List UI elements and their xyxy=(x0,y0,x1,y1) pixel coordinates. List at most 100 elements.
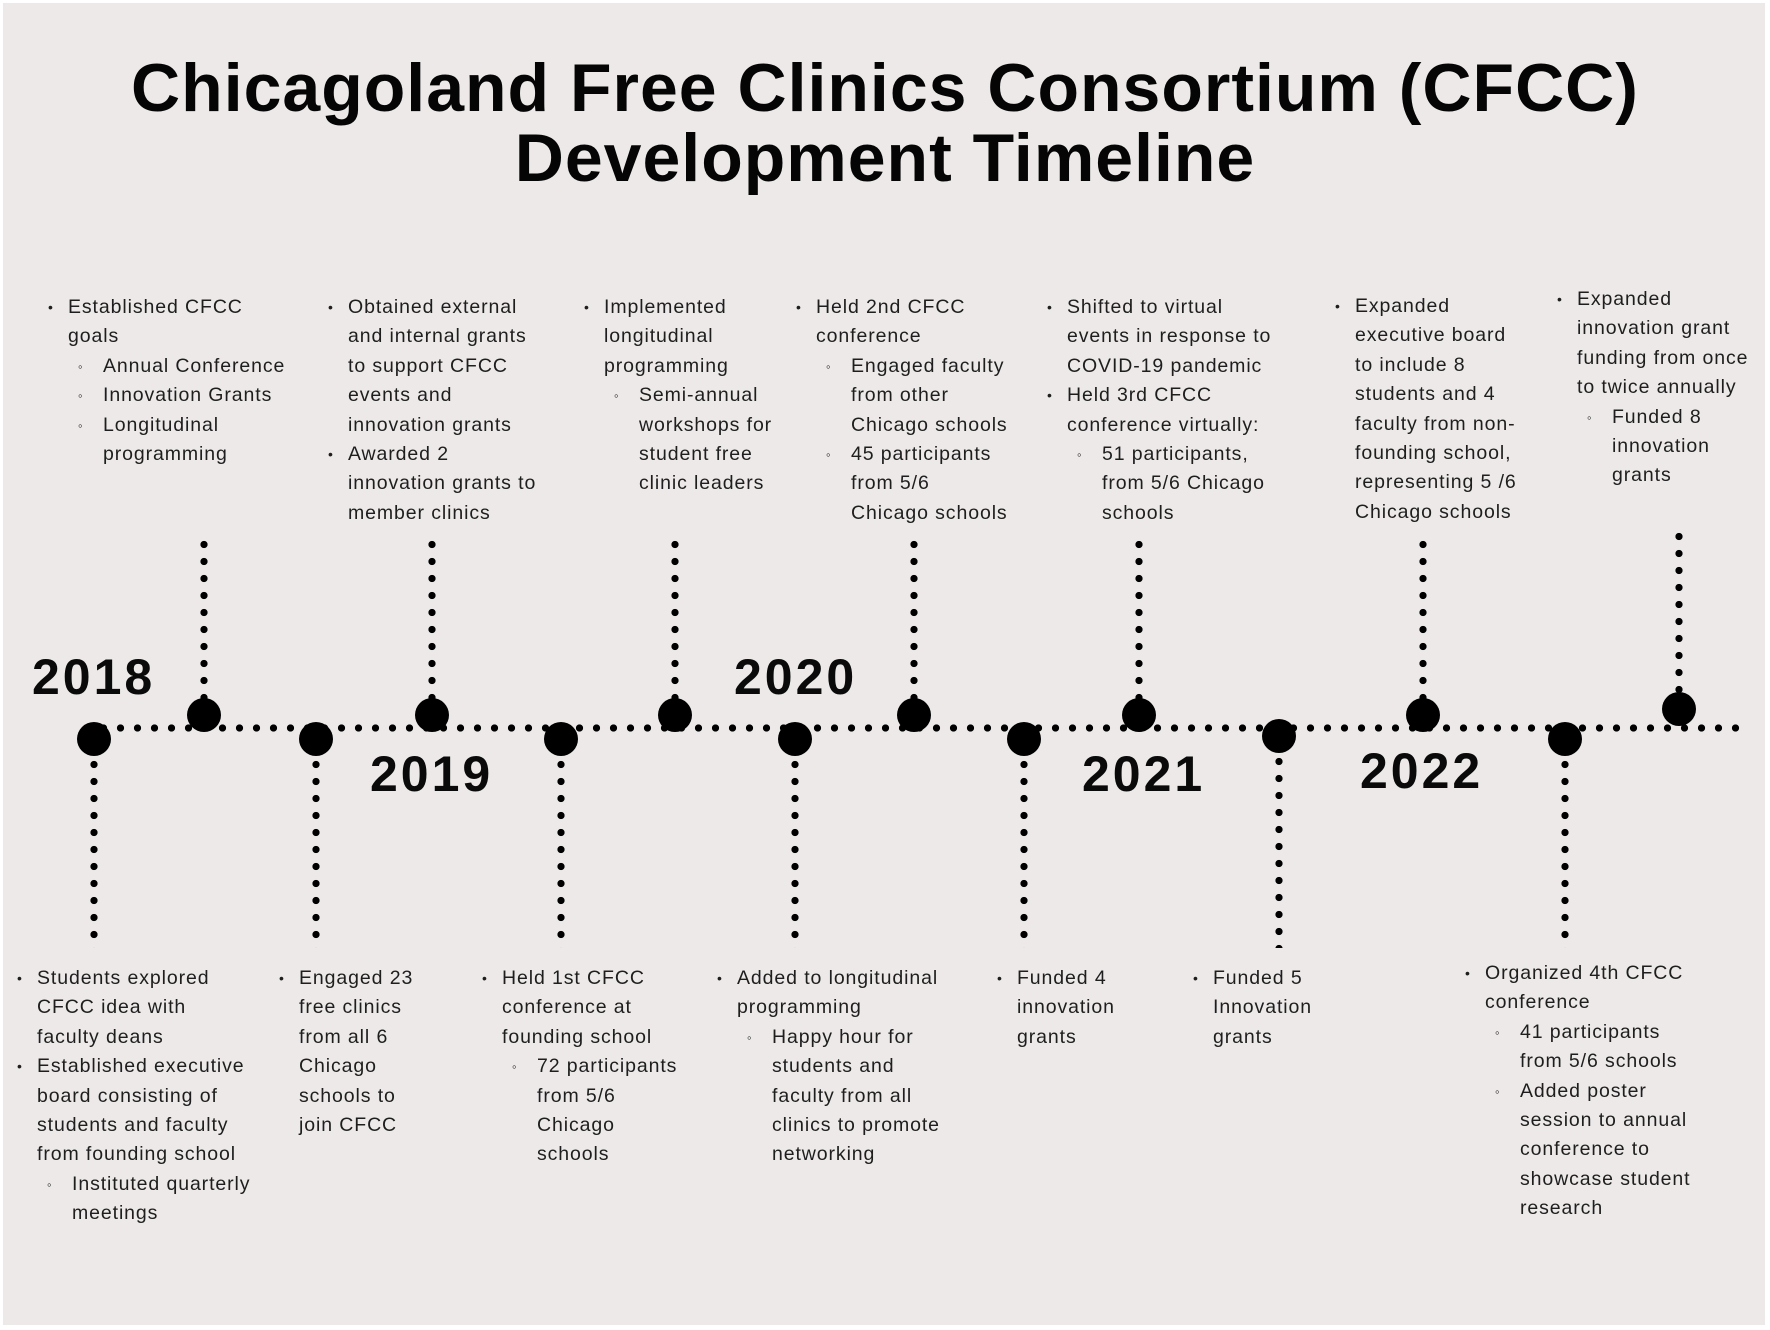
sub-bullet-icon: ◦ xyxy=(747,1029,753,1045)
event-text-line: conference to xyxy=(1485,1135,1691,1164)
event-text: founding school, xyxy=(1355,441,1512,464)
bullet-icon: • xyxy=(1557,291,1563,307)
event-text-line: ◦Semi-annual xyxy=(604,381,772,410)
event-text: Engaged faculty xyxy=(851,354,1005,377)
event-text: session to annual xyxy=(1520,1108,1688,1131)
event-text: grants xyxy=(1017,1025,1077,1048)
event-text-line: ◦45 participants xyxy=(816,440,1008,469)
connector-line xyxy=(1135,536,1143,715)
sub-bullet-icon: ◦ xyxy=(1077,446,1083,462)
event-text: events in response to xyxy=(1067,325,1272,348)
event-text: Funded 5 xyxy=(1213,967,1303,989)
event-text-line: innovation grants to xyxy=(348,469,536,498)
timeline-node xyxy=(658,698,692,732)
connector-line xyxy=(910,536,918,715)
event-text-line: Innovation xyxy=(1213,993,1312,1022)
bullet-icon: • xyxy=(1335,298,1341,314)
event-text: from 5/6 Chicago xyxy=(1102,472,1265,495)
event-text-line: Chicago schools xyxy=(1355,498,1517,527)
bullet-icon: • xyxy=(1047,387,1053,404)
event-text-line: •Held 1st CFCC xyxy=(482,964,677,993)
event-text: Shifted to virtual xyxy=(1067,296,1224,318)
event-text: Funded 4 xyxy=(1017,967,1107,989)
event-text-line: programming xyxy=(737,993,940,1022)
event-text: innovation grants to xyxy=(348,472,537,495)
connector-line xyxy=(1275,736,1283,948)
event-text-line: networking xyxy=(737,1140,940,1169)
event-text-line: and internal grants xyxy=(348,322,536,351)
year-label: 2022 xyxy=(1360,743,1484,799)
event-text-line: conference virtually: xyxy=(1067,411,1271,440)
top-event-block: •Obtained external and internal grants to … xyxy=(328,293,536,528)
event-text-line: ◦51 participants, xyxy=(1067,440,1271,469)
connector-line xyxy=(1020,739,1028,948)
event-text: Established CFCC xyxy=(68,296,243,318)
event-text-line: programming xyxy=(68,440,285,469)
event-text: Semi-annual xyxy=(639,384,759,407)
event-text-line: ◦Added poster xyxy=(1485,1077,1691,1106)
event-text-line: CFCC idea with xyxy=(37,993,250,1022)
bullet-icon: • xyxy=(48,299,54,315)
event-text-line: •Shifted to virtual xyxy=(1047,293,1271,322)
event-text-line: from 5/6 xyxy=(816,469,1008,498)
event-text-line: conference xyxy=(816,322,1008,351)
event-text: research xyxy=(1520,1197,1604,1220)
timeline-node xyxy=(1548,722,1582,756)
event-text: Expanded xyxy=(1355,295,1451,317)
timeline-node xyxy=(1262,719,1296,753)
event-text: programming xyxy=(103,442,228,465)
connector-line xyxy=(791,739,799,948)
connector-line xyxy=(671,536,679,715)
bullet-icon: • xyxy=(17,970,23,986)
event-text-line: member clinics xyxy=(348,499,536,528)
event-text: from founding school xyxy=(37,1143,237,1166)
event-text: schools xyxy=(537,1143,610,1166)
event-text: 41 participants xyxy=(1520,1020,1661,1043)
connector-line xyxy=(90,739,98,948)
event-text: Chicago xyxy=(537,1113,615,1136)
event-text: CFCC idea with xyxy=(37,996,187,1019)
event-text-line: ◦41 participants xyxy=(1485,1018,1691,1047)
event-text-line: ◦Engaged faculty xyxy=(816,352,1008,381)
event-text-line: • Established CFCC xyxy=(48,293,285,322)
event-text: grants xyxy=(1213,1025,1273,1048)
sub-bullet-icon: ◦ xyxy=(78,417,84,433)
event-text: clinics to promote xyxy=(772,1113,940,1136)
timeline-node xyxy=(77,722,111,756)
event-text: programming xyxy=(604,354,729,377)
event-text: innovation xyxy=(1017,996,1115,1019)
event-text: board consisting of xyxy=(37,1084,218,1107)
event-text-line: session to annual xyxy=(1485,1106,1691,1135)
event-text: conference xyxy=(816,325,922,348)
event-text-line: ◦Innovation Grants xyxy=(68,381,285,410)
timeline-node xyxy=(1007,722,1041,756)
event-text-line: conference at xyxy=(502,993,677,1022)
event-text-line: representing 5 /6 xyxy=(1355,468,1517,497)
event-text-line: faculty from all xyxy=(737,1082,940,1111)
event-text: clinic leaders xyxy=(639,472,765,495)
event-text-line: •Obtained external xyxy=(328,293,536,322)
bullet-icon: • xyxy=(717,970,723,986)
event-text-line: to support CFCC xyxy=(348,352,536,381)
bullet-icon: • xyxy=(328,299,334,315)
year-label: 2019 xyxy=(370,746,494,802)
event-text: Added to longitudinal xyxy=(737,967,939,989)
event-text-line: workshops for xyxy=(604,411,772,440)
event-text-line: programming xyxy=(604,352,772,381)
event-text-line: conference xyxy=(1485,988,1691,1017)
timeline-node xyxy=(299,722,333,756)
connector-line xyxy=(1675,528,1683,709)
event-text: students and 4 xyxy=(1355,383,1496,406)
event-text-line: showcase student xyxy=(1485,1165,1691,1194)
event-text-line: •Students explored xyxy=(17,964,250,993)
timeline-canvas xyxy=(3,3,1765,1325)
event-text-line: research xyxy=(1485,1194,1691,1223)
event-text: and internal grants xyxy=(348,325,527,348)
event-text: representing 5 /6 xyxy=(1355,471,1517,494)
connector-line xyxy=(1419,536,1427,715)
event-text-line: clinics to promote xyxy=(737,1111,940,1140)
event-text-line: ◦Instituted quarterly xyxy=(37,1170,250,1199)
